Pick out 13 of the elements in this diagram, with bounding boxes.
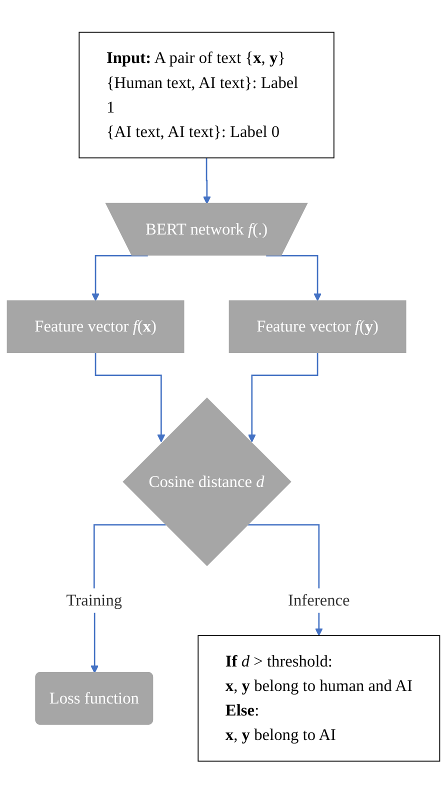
arrow [248, 352, 318, 442]
arrow [90, 524, 166, 674]
node-box: Feature vector f(y) [228, 300, 406, 353]
node-box: If d > threshold: x, y belong to human and AI Else: x, y belong to AI [198, 634, 440, 762]
node-box: Feature vector f(x) [6, 300, 184, 353]
arrow [266, 254, 322, 301]
arrow [202, 156, 211, 204]
node-box: Input: A pair of text {x, y} {Human text, AI text}: Label 1 {AI text, AI text}: Label 0 [78, 32, 334, 158]
edge-label: Training [66, 590, 122, 609]
arrow [92, 254, 148, 301]
arrow [94, 352, 166, 442]
edge-label: Inference [288, 590, 350, 609]
node-diamond: Cosine distance d [122, 397, 292, 566]
